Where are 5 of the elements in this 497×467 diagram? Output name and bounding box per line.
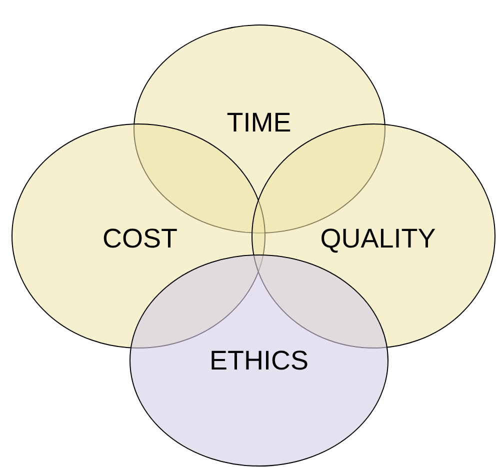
venn-ellipse [130,255,388,466]
venn-label: QUALITY [320,224,436,254]
venn-label: TIME [226,108,292,138]
venn-label: COST [102,224,178,254]
venn-label: ETHICS [210,346,308,376]
